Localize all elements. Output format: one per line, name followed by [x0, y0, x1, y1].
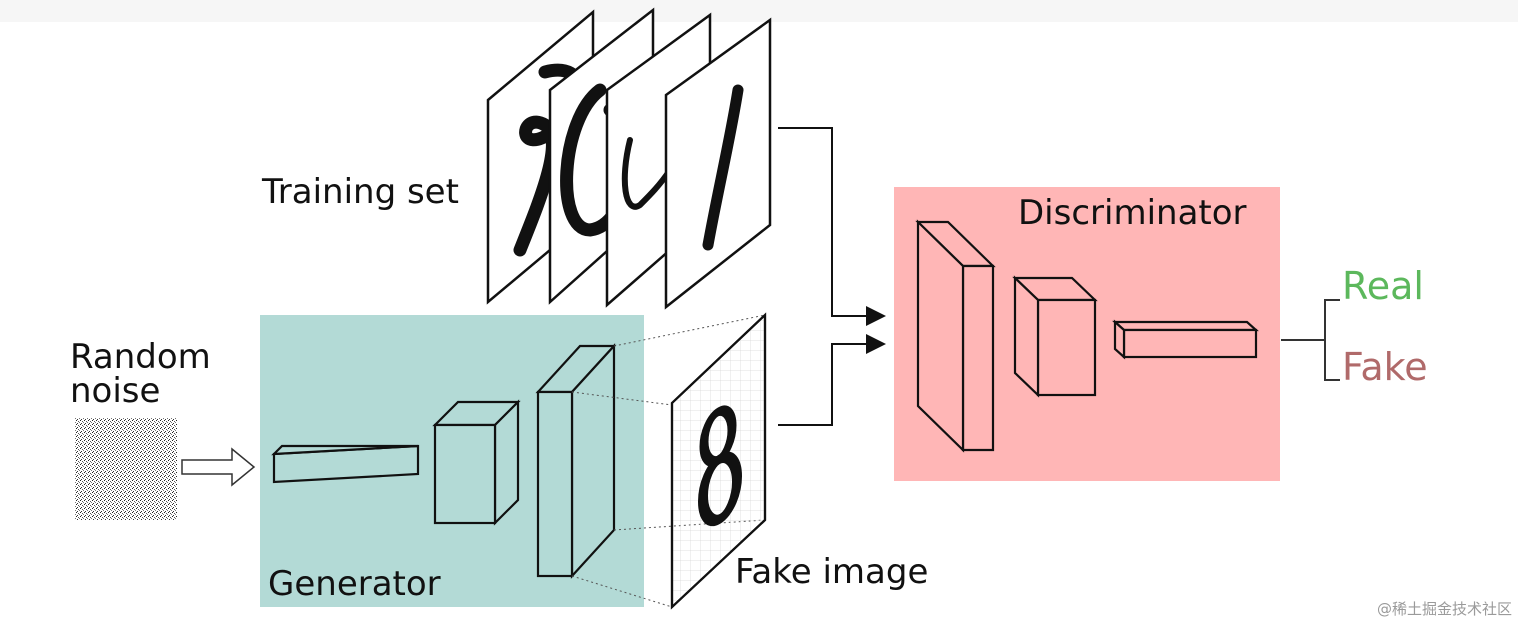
random-noise-image [75, 418, 177, 520]
fake-image-label: Fake image [735, 552, 928, 592]
top-band [0, 0, 1518, 22]
generator-label: Generator [268, 564, 441, 604]
random-noise-label-line1: Random [70, 337, 211, 377]
discriminator-label: Discriminator [1018, 193, 1247, 233]
random-noise-label-line2: noise [70, 371, 160, 411]
discriminator-block-tall [915, 219, 996, 453]
generator-block-cube [432, 399, 521, 526]
output-bracket [1281, 299, 1340, 381]
noise-to-generator-arrow [181, 447, 256, 487]
discriminator-block-flat [1112, 319, 1259, 360]
training-card-4 [664, 17, 772, 310]
fake-to-discriminator-line [778, 334, 886, 426]
watermark: @稀土掘金技术社区 [1377, 600, 1512, 618]
training-to-discriminator-line [778, 127, 886, 326]
fake-label: Fake [1342, 345, 1428, 389]
real-label: Real [1342, 264, 1424, 308]
generator-block-tall [535, 343, 617, 579]
fake-image [670, 312, 767, 610]
discriminator-block-cube [1012, 275, 1098, 398]
training-set-label: Training set [261, 172, 459, 212]
generator-block-flat [271, 444, 420, 484]
